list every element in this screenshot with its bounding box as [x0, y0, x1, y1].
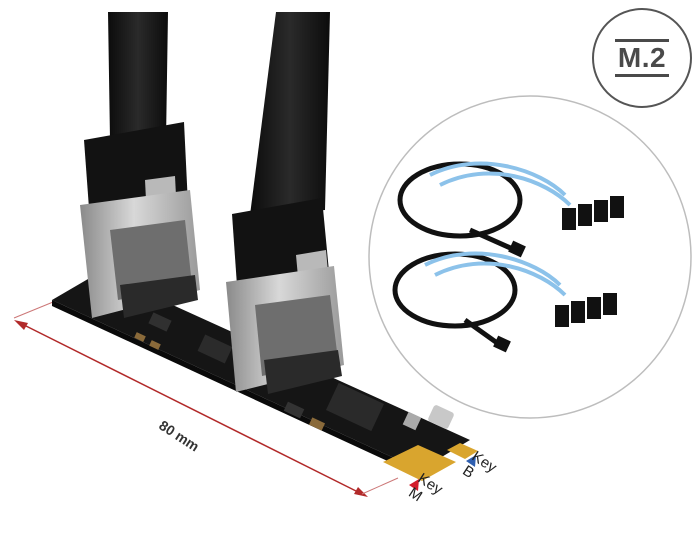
right-sff-connector: [226, 12, 344, 394]
upper-sff-plug: [508, 240, 526, 258]
lower-sata-plugs: [555, 293, 617, 327]
dimension-line: [13, 299, 399, 497]
key-m-marker: [409, 479, 419, 491]
left-sff-connector: [80, 12, 200, 318]
m2-badge: M.2: [592, 8, 692, 108]
cable-inset: [368, 95, 692, 419]
key-b-marker: [466, 455, 476, 467]
upper-sata-plugs: [562, 196, 624, 230]
m2-badge-text: M.2: [614, 39, 670, 77]
lower-sff-plug: [493, 335, 511, 353]
